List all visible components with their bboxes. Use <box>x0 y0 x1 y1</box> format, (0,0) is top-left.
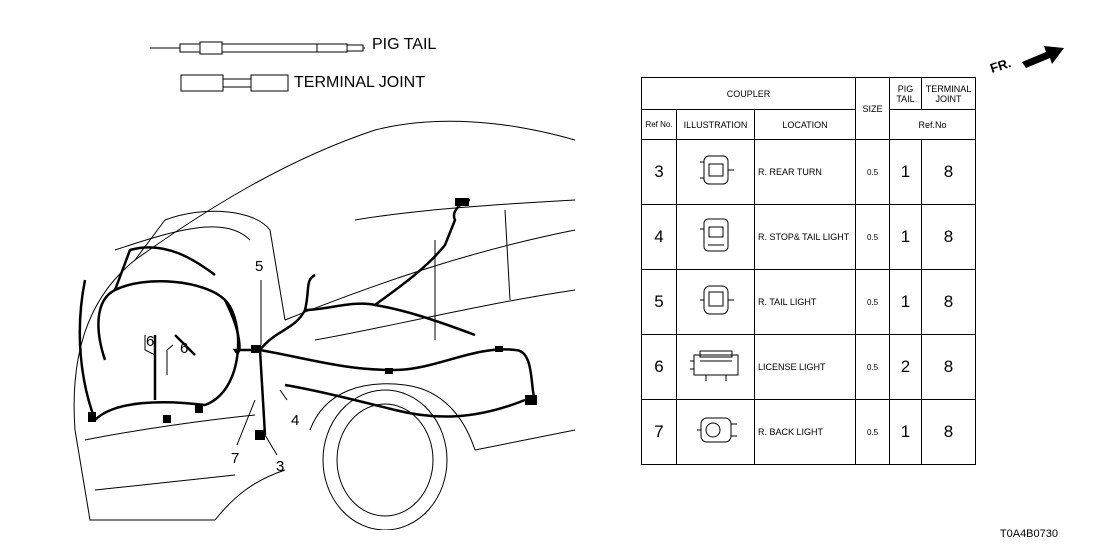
connector-icon <box>699 285 734 314</box>
coupler-illustration <box>676 334 755 400</box>
header-location: LOCATION <box>754 109 856 140</box>
row-size: 0.5 <box>855 139 890 205</box>
row-ref: 6 <box>641 334 677 400</box>
row-ref: 3 <box>641 139 677 205</box>
pig-tail-label: PIG TAIL <box>372 36 437 53</box>
header-illustration: ILLUSTRATION <box>676 109 755 140</box>
table-row: 5 R. TAIL LIGHT 0.5 1 8 <box>641 269 976 335</box>
connector-icon <box>696 417 737 442</box>
row-pig-tail: 1 <box>889 399 922 465</box>
table-row: 6 LICENSE LIGHT 0.5 2 8 <box>641 334 976 400</box>
row-location: R. TAIL LIGHT <box>754 269 856 335</box>
callout-6-left: 6 <box>146 333 155 350</box>
connector-icon <box>699 155 734 184</box>
header-pig-tail: PIG TAIL <box>889 77 922 110</box>
coupler-illustration <box>676 139 755 205</box>
header-terminal-joint: TERMINAL JOINT <box>921 77 976 110</box>
table-row: 4 R. STOP& TAIL LIGHT 0.5 1 8 <box>641 204 976 270</box>
row-terminal-joint: 8 <box>921 399 976 465</box>
row-location: R. STOP& TAIL LIGHT <box>754 204 856 270</box>
header-coupler: COUPLER <box>641 77 856 110</box>
row-terminal-joint: 8 <box>921 204 976 270</box>
callout-6-right: 6 <box>180 340 189 357</box>
table-row: 3 R. REAR TURN 0.5 1 8 <box>641 139 976 205</box>
coupler-illustration <box>676 399 755 465</box>
row-location: R. REAR TURN <box>754 139 856 205</box>
vehicle-harness-illustration <box>73 120 576 530</box>
terminal-joint-symbol <box>180 74 289 92</box>
connector-icon <box>689 350 738 381</box>
row-terminal-joint: 8 <box>921 334 976 400</box>
coupler-illustration <box>676 269 755 335</box>
row-location: LICENSE LIGHT <box>754 334 856 400</box>
row-pig-tail: 2 <box>889 334 922 400</box>
row-pig-tail: 1 <box>889 139 922 205</box>
header-size: SIZE <box>855 77 890 140</box>
header-ref-no: Ref No. <box>641 109 677 140</box>
coupler-illustration <box>676 204 755 270</box>
row-ref: 7 <box>641 399 677 465</box>
row-pig-tail: 1 <box>889 204 922 270</box>
callout-5: 5 <box>255 258 264 275</box>
connector-icon <box>699 218 728 251</box>
row-terminal-joint: 8 <box>921 139 976 205</box>
row-location: R. BACK LIGHT <box>754 399 856 465</box>
header-refno: Ref.No <box>889 109 976 140</box>
diagram-code: T0A4B0730 <box>999 528 1058 540</box>
coupler-table-container: COUPLER SIZE PIG TAIL TERMINAL JOINT Ref… <box>641 77 976 465</box>
callout-3: 3 <box>276 458 285 475</box>
row-pig-tail: 1 <box>889 269 922 335</box>
coupler-table: COUPLER SIZE PIG TAIL TERMINAL JOINT Ref… <box>641 77 976 465</box>
row-size: 0.5 <box>855 204 890 270</box>
table-row: 7 R. BACK LIGHT 0.5 1 8 <box>641 399 976 465</box>
row-size: 0.5 <box>855 334 890 400</box>
front-arrow-icon <box>1022 46 1064 68</box>
row-size: 0.5 <box>855 269 890 335</box>
callout-7: 7 <box>231 450 240 467</box>
row-ref: 4 <box>641 204 677 270</box>
terminal-joint-label: TERMINAL JOINT <box>294 74 425 91</box>
row-terminal-joint: 8 <box>921 269 976 335</box>
front-direction-label: FR. <box>988 55 1013 76</box>
callout-4: 4 <box>291 412 300 429</box>
row-size: 0.5 <box>855 399 890 465</box>
row-ref: 5 <box>641 269 677 335</box>
pig-tail-symbol <box>150 41 365 55</box>
